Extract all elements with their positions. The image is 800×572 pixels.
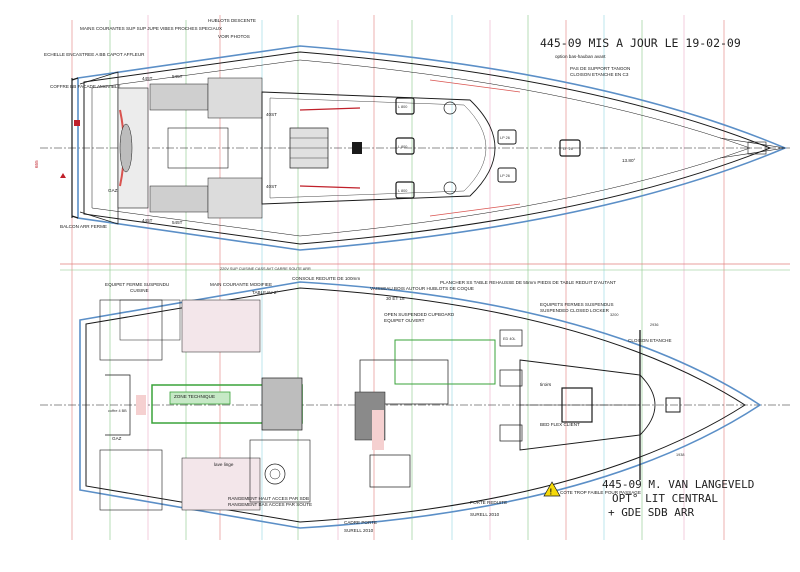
dim-40st-top: 40ST	[266, 112, 277, 117]
dim-13-80: 13.80°	[622, 158, 635, 163]
label-open-suspended: OPEN SUSPENDED CUPBOARD	[384, 312, 455, 317]
label-vibes: VIBES PROCHES SPECIAUX	[160, 26, 222, 31]
label-ed-40l: ED 40L	[503, 337, 516, 341]
label-cote-trop-faible: COTE TROP FAIBLE POUR PASSAGE	[560, 490, 641, 495]
deck-plan	[40, 45, 790, 251]
label-bed-flex: BED FLEX CLIENT	[540, 422, 580, 427]
label-cadre-porte: CADRE PORTE	[344, 520, 377, 525]
label-coffre-bb: COFFRE BB FACADE AMOVIBLE	[50, 84, 120, 89]
dim-2936: 2936	[650, 323, 658, 327]
label-rangement-haut: RANGEMENT HAUT ACCES PAR SDB	[228, 496, 309, 501]
option-line-2: + GDE SDB ARR	[608, 506, 694, 519]
label-cloison-etanche-c3: CLOISON ETANCHE EN C3	[570, 72, 629, 77]
label-vaisseau-bois: VAISSEAU BOIS AUTOUR HUBLOTS DE COQUE	[370, 286, 474, 291]
label-porte-reduite: PORTE REDUITE	[470, 500, 507, 505]
label-gaz-deck: GAZ	[108, 188, 118, 193]
dim-30-18: 30 ET 18	[386, 296, 405, 301]
hatch-label-1: L 800	[398, 105, 407, 109]
label-surell-2: SURELL 2010	[470, 512, 500, 517]
label-gaz-interior: GAZ	[112, 436, 122, 441]
label-balcon-arr: BALCON ARR FERME	[60, 224, 107, 229]
label-zone-technique: ZONE TECHNIQUE	[174, 394, 215, 399]
revision-title: 445-09 MIS A JOUR LE 19-02-09	[540, 36, 741, 50]
label-cloison-etanche: CLOISON ETANCHE	[628, 338, 672, 343]
label-coffre: coffre 4 BB	[108, 409, 127, 413]
label-equipets-fermes: EQUIPETS FERMES SUSPENDUS	[540, 302, 614, 307]
label-lave-linge: lave linge	[214, 462, 234, 467]
dim-545t-bottom: 545T	[172, 220, 183, 225]
interior-annotations: 220V SUP CUISINE CASS AVT CARRE SOUTE AR…	[105, 267, 684, 533]
label-equipet-ferme: EQUIPET FERME SUSPENDU	[105, 282, 169, 287]
label-voir-photos: VOIR PHOTOS	[218, 34, 250, 39]
hatch-label-4: LP 26	[500, 136, 510, 140]
dim-40st-bottom: 40ST	[266, 184, 277, 189]
hatch-label-3: L 800	[398, 189, 407, 193]
label-console: CONSOLE REDUITE DE 100mm	[292, 276, 360, 281]
hatch-label-2: L 800	[398, 145, 407, 149]
interior-plan: !	[40, 281, 790, 529]
dim-1938: 1938	[676, 453, 684, 457]
title-block: 445-09 MIS A JOUR LE 19-02-09 445-09 M. …	[540, 36, 754, 519]
dim-3200: 3200	[610, 313, 618, 317]
dim-655: 655	[34, 160, 39, 168]
label-equipet-ouvert: EQUIPET OUVERT	[384, 318, 425, 323]
hatch-label-6: LP 26	[563, 147, 573, 151]
designer-stamp: 445-09 M. VAN LANGEVELD	[602, 478, 754, 491]
label-rangement-bas: RANGEMENT BAS ACCES PAR SOUTE	[228, 502, 312, 507]
label-hublots-descente: HUBLOTS DESCENTE	[208, 18, 256, 23]
warning-sign-glyph: !	[550, 488, 553, 497]
dim-545t-top: 545T	[172, 74, 183, 79]
label-option-bas-hauban: option bas-hauban avant	[555, 54, 606, 59]
label-cuisine: CUISINE	[130, 288, 149, 293]
label-suspended-closed: SUSPENDED CLOSED LOCKER	[540, 308, 610, 313]
label-main-courante: MAIN COURANTE MODIFIEE	[210, 282, 272, 287]
label-plancher: PLANCHER SS TABLE REHAUSSE DE 55mm PIEDS…	[440, 280, 616, 285]
label-tiroirs: tiroirs	[540, 382, 552, 387]
option-line-1: OPT° LIT CENTRAL	[612, 492, 718, 505]
dim-445t-top: 445T	[142, 76, 153, 81]
header-strip: 220V SUP CUISINE CASS AVT CARRE SOUTE AR…	[220, 267, 311, 271]
label-tableau: TABLEAU 2°	[252, 290, 278, 295]
deck-annotations: MAINS COURANTES SUP SUP JUPE ECHELLE ENC…	[34, 18, 635, 229]
label-surell-1: SURELL 2010	[344, 528, 374, 533]
hatch-label-5: LP 26	[500, 174, 510, 178]
dim-445t-bottom: 445T	[142, 218, 153, 223]
label-mains-courantes: MAINS COURANTES SUP SUP JUPE	[80, 26, 159, 31]
label-pas-support-tangon: PAS DE SUPPORT TANGON	[570, 66, 630, 71]
label-echelle: ECHELLE ENCASTREE A BB CAPOT AFFLEUR	[44, 52, 145, 57]
